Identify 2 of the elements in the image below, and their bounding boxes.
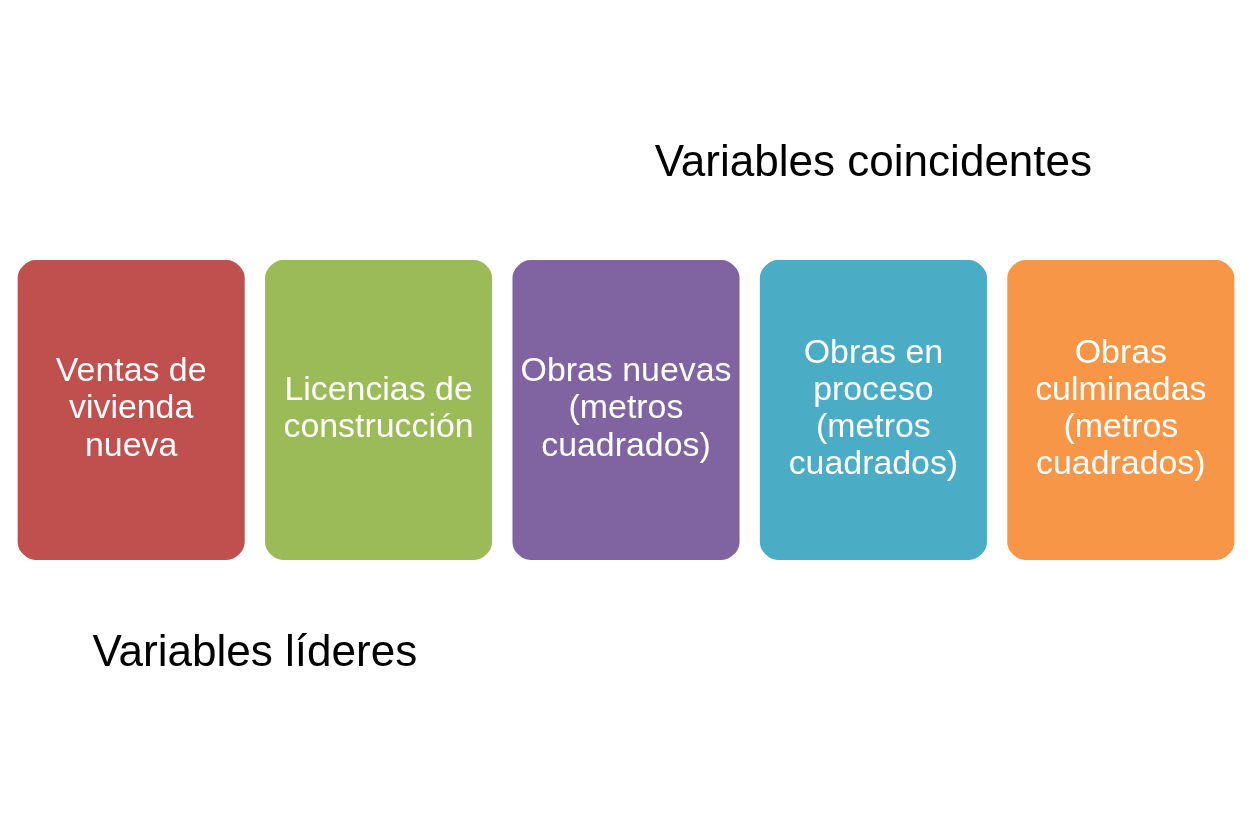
label: Variables líderes bbox=[92, 625, 418, 675]
label: Variables coincidentes bbox=[654, 135, 1093, 185]
